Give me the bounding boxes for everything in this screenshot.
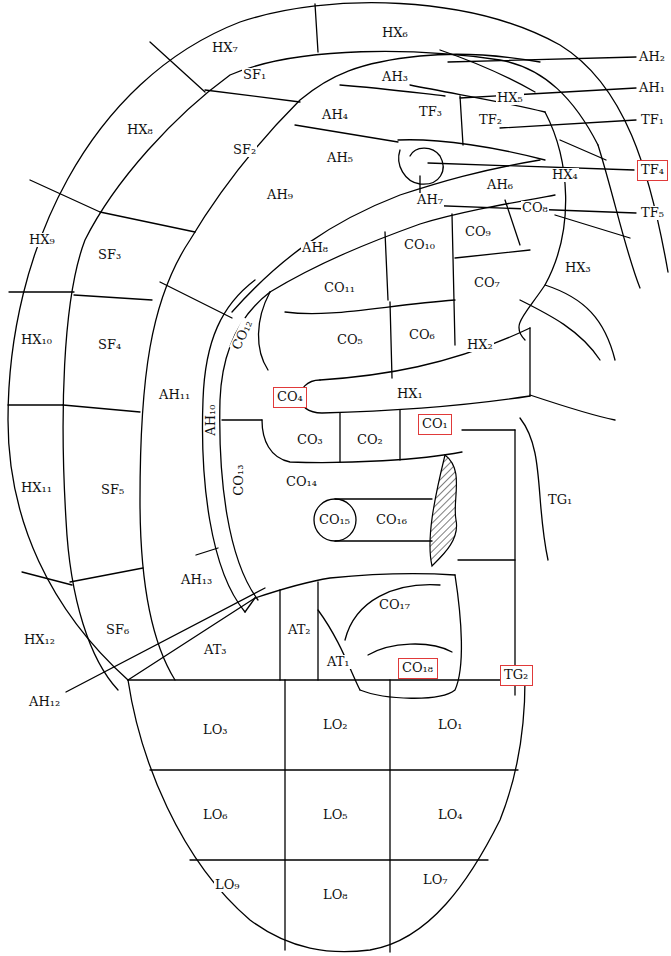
region-label: HX₃: [564, 261, 592, 275]
region-label: HX₁₀: [20, 333, 53, 347]
region-label: AH₁₀: [204, 404, 218, 437]
region-label: AH₁₃: [180, 573, 213, 587]
region-label: AH₃: [381, 70, 409, 84]
highlighted-region-box: TF₄: [637, 160, 668, 181]
region-label: HX₉: [28, 233, 56, 247]
region-label: TF₄: [641, 163, 664, 177]
region-label: CO₁₇: [378, 598, 411, 612]
region-label: CO₄: [277, 390, 303, 404]
region-label: SF₂: [232, 143, 257, 157]
region-label: LO₉: [214, 878, 241, 892]
highlighted-region-box: CO₁₈: [398, 658, 438, 679]
region-label: SF₅: [100, 483, 125, 497]
region-label: LO₈: [322, 888, 349, 902]
region-label: TF₁: [640, 113, 665, 127]
region-label: CO₈: [521, 201, 549, 215]
region-label: CO₇: [473, 276, 501, 290]
highlighted-region-box: TG₂: [500, 665, 533, 686]
region-label: SF₁: [242, 68, 267, 82]
region-label: HX₄: [551, 168, 579, 182]
region-label: LO₃: [202, 723, 229, 737]
region-label: CO₁₀: [403, 238, 436, 252]
region-label: CO₁₈: [402, 661, 434, 675]
region-label: AH₅: [326, 151, 354, 165]
region-label: LO₄: [437, 808, 464, 822]
region-label: CO₁: [422, 417, 448, 431]
region-label: AT₃: [203, 643, 228, 657]
region-label: AH₄: [321, 108, 349, 122]
region-label: LO₁: [437, 718, 464, 732]
region-label: CO₉: [464, 225, 492, 239]
region-label: LO₆: [202, 808, 229, 822]
region-label: TG₂: [504, 668, 529, 682]
region-label: AH₁: [638, 81, 666, 95]
region-label: AH₁₁: [158, 388, 191, 402]
region-label: AH₆: [486, 178, 514, 192]
region-label: CO₁₃: [232, 464, 246, 497]
region-label: HX₈: [126, 123, 154, 137]
region-label: CO₅: [336, 333, 364, 347]
region-label: AH₂: [638, 50, 666, 64]
region-label: AT₁: [326, 655, 351, 669]
region-label: LO₇: [422, 873, 449, 887]
region-label: HX₇: [211, 41, 239, 55]
region-label: CO₂: [356, 433, 384, 447]
region-label: HX₁: [396, 387, 424, 401]
region-label: HX₂: [466, 338, 494, 352]
region-label: AH₁₂: [28, 695, 61, 709]
highlighted-region-box: CO₄: [273, 387, 307, 408]
region-label: AH₈: [301, 241, 329, 255]
highlighted-region-box: CO₁: [418, 414, 452, 435]
region-label: LO₂: [322, 718, 349, 732]
region-label: CO₁₁: [323, 281, 356, 295]
region-label: CO₁₅: [318, 513, 351, 527]
region-label: SF₄: [97, 338, 122, 352]
region-label: AT₂: [287, 623, 312, 637]
region-label: CO₃: [296, 433, 324, 447]
region-label: CO₆: [408, 328, 436, 342]
region-label: CO₁₂: [229, 317, 256, 353]
region-label: CO₁₆: [375, 513, 408, 527]
region-label: HX₆: [381, 26, 409, 40]
region-label: SF₃: [97, 248, 122, 262]
region-label: HX₁₁: [20, 481, 53, 495]
region-label: TF₂: [478, 113, 503, 127]
region-label: TG₁: [547, 493, 573, 507]
region-label: CO₁₄: [285, 475, 318, 489]
region-label: LO₅: [322, 808, 349, 822]
region-label: TF₅: [640, 206, 665, 220]
region-label: HX₅: [496, 91, 524, 105]
region-label: AH₉: [266, 188, 294, 202]
region-label: TF₃: [418, 105, 443, 119]
region-label: SF₆: [105, 623, 130, 637]
region-label: AH₇: [416, 193, 444, 207]
region-label: HX₁₂: [23, 633, 56, 647]
